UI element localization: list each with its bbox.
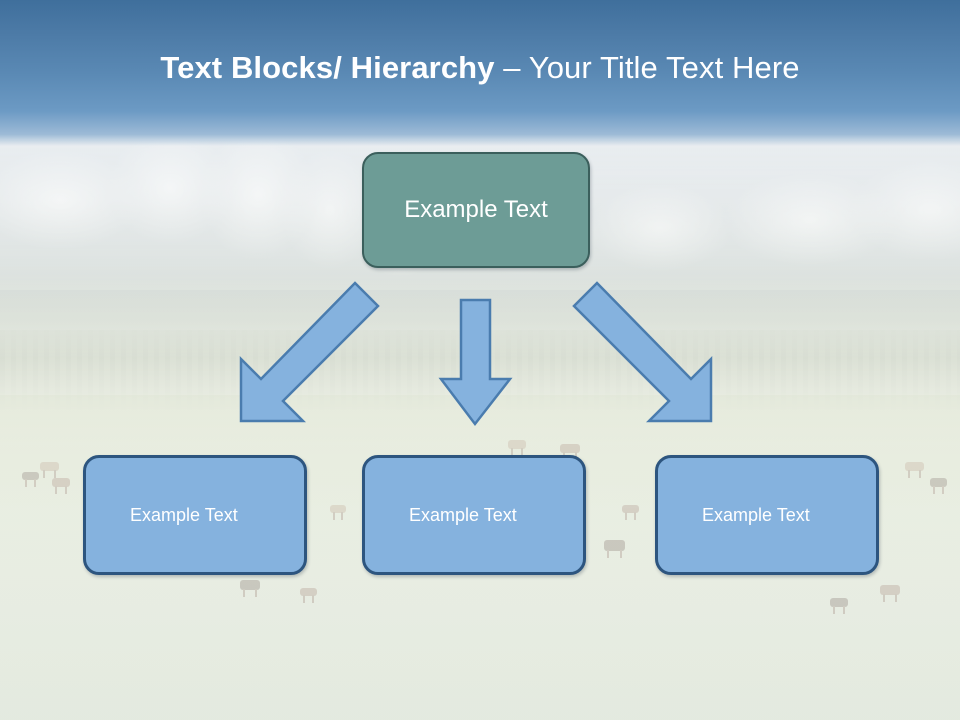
title-light-text: Your Title Text Here bbox=[528, 50, 800, 85]
hierarchy-child-node-1[interactable]: Example Text bbox=[83, 455, 307, 575]
hierarchy-parent-node[interactable]: Example Text bbox=[362, 152, 590, 268]
child-node-1-label: Example Text bbox=[130, 504, 238, 525]
child-node-3-label: Example Text bbox=[702, 504, 810, 525]
title-banner bbox=[0, 0, 960, 146]
hierarchy-child-node-2[interactable]: Example Text bbox=[362, 455, 586, 575]
parent-node-label: Example Text bbox=[404, 196, 548, 223]
page-title: Text Blocks/ Hierarchy – Your Title Text… bbox=[0, 48, 960, 88]
title-separator: – bbox=[494, 50, 529, 85]
child-node-2-label: Example Text bbox=[409, 504, 517, 525]
hierarchy-child-node-3[interactable]: Example Text bbox=[655, 455, 879, 575]
title-bold-text: Text Blocks/ Hierarchy bbox=[160, 50, 495, 85]
